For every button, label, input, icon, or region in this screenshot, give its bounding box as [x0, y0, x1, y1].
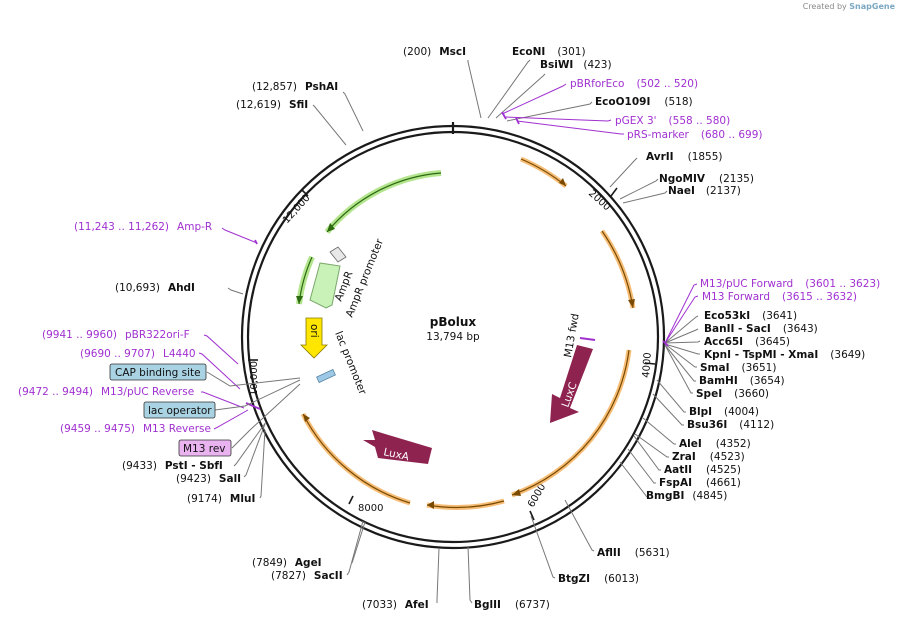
- primer-leaders: [198, 83, 699, 430]
- enzyme-label: BamHI(3654): [699, 375, 785, 387]
- primer-label: pBRforEco(502 .. 520): [570, 78, 698, 90]
- enzyme-label: EcoNI(301): [512, 46, 586, 58]
- luxa-label: LuxA: [382, 446, 410, 463]
- m13-fwd-mark: [579, 337, 596, 341]
- ampr-block: [309, 262, 341, 309]
- lac-leaders: [206, 371, 301, 449]
- enzyme-label: KpnI - TspMI - XmaI(3649): [704, 349, 865, 361]
- enzyme-label: EcoO109I(518): [595, 96, 693, 108]
- enzyme-label: AvrII(1855): [646, 151, 723, 163]
- enzyme-label: AflII(5631): [597, 547, 670, 559]
- enzyme-label: SpeI(3660): [696, 388, 769, 400]
- lac-operator-label: lac operator: [148, 405, 212, 417]
- enzyme-label: BglII(6737): [474, 599, 550, 611]
- snapgene-watermark: Created by SnapGene: [802, 2, 895, 11]
- enzyme-label: BtgZI(6013): [558, 573, 639, 585]
- enzyme-label: (9174)MluI: [187, 493, 255, 505]
- tick-label: 4000: [641, 352, 654, 378]
- enzyme-leaders: [227, 59, 701, 604]
- enzyme-label: (7849)AgeI: [252, 557, 322, 569]
- m13-rev-label: M13 rev: [183, 443, 226, 455]
- enzyme-label: AatII(4525): [664, 464, 741, 476]
- enzyme-label: (9423)SalI: [176, 473, 241, 485]
- boxed-feature-lac-operator: lac operator: [143, 401, 216, 419]
- ori-label: ori: [308, 324, 320, 338]
- tick-label: 10,000: [249, 361, 260, 396]
- primer-label: (9472 .. 9494)M13/pUC Reverse: [18, 386, 194, 398]
- enzyme-label: (200)MscI: [403, 46, 466, 58]
- boxed-feature-cap: CAP binding site: [109, 363, 207, 381]
- enzyme-label: BanII - SacI(3643): [704, 323, 818, 335]
- enzyme-label: AleI(4352): [679, 438, 751, 450]
- enzyme-label: Eco53kI(3641): [704, 310, 797, 322]
- lac-promoter-box: [316, 369, 336, 383]
- ori-arrow: [300, 317, 328, 359]
- enzyme-label: (10,693)AhdI: [115, 282, 195, 294]
- primer-label: pGEX 3'(558 .. 580): [615, 115, 730, 127]
- tick-marks: [248, 187, 656, 521]
- primer-label: (9459 .. 9475)M13 Reverse: [60, 423, 211, 435]
- primer-label: M13 Forward(3615 .. 3632): [702, 291, 857, 303]
- enzyme-label: Bsu36I(4112): [687, 419, 774, 431]
- enzyme-label: NaeI(2137): [668, 185, 741, 197]
- lac-promoter-label: lac promoter: [332, 330, 369, 397]
- primer-label: M13/pUC Forward(3601 .. 3623): [700, 278, 880, 290]
- enzyme-label: Acc65I(3645): [704, 336, 790, 348]
- primer-label: (9690 .. 9707)L4440: [80, 348, 196, 360]
- enzyme-label: FspAI(4661): [659, 477, 741, 489]
- orange-features: [300, 156, 636, 510]
- primer-marks: [245, 111, 669, 410]
- tick-label: 8000: [358, 503, 383, 514]
- enzyme-label: (7033)AfeI: [362, 599, 429, 611]
- luxc-label: LuxC: [560, 381, 580, 409]
- enzyme-label: BmgBI(4845): [646, 490, 727, 502]
- enzyme-label: ZraI(4523): [672, 451, 745, 463]
- ampr-arc: [296, 170, 442, 305]
- primer-labels: pBRforEco(502 .. 520) pGEX 3'(558 .. 580…: [18, 78, 880, 435]
- enzyme-label: (7827)SacII: [271, 570, 343, 582]
- enzyme-label: NgoMIV(2135): [659, 173, 754, 185]
- boxed-feature-m13-rev: M13 rev: [178, 439, 232, 457]
- primer-label: pRS-marker(680 .. 699): [627, 129, 763, 141]
- enzyme-label: BlpI(4004): [689, 406, 759, 418]
- plasmid-name: pBolux: [430, 315, 477, 329]
- primer-label: (11,243 .. 11,262)Amp-R: [74, 221, 212, 233]
- primer-label: (9941 .. 9960)pBR322ori-F: [42, 329, 190, 341]
- enzyme-label: (12,619)SfiI: [236, 99, 308, 111]
- ampr-promoter-arrow: [329, 246, 347, 263]
- enzyme-label: (9433)PstI - SbfI: [122, 460, 223, 472]
- enzyme-label: BsiWI(423): [540, 59, 612, 71]
- snapgene-logo: SnapGene: [849, 2, 895, 11]
- enzyme-label: SmaI(3651): [700, 362, 776, 374]
- enzyme-labels: (200)MscI EcoNI(301) BsiWI(423) EcoO109I…: [115, 46, 865, 611]
- luxa-arrow: [363, 430, 432, 464]
- plasmid-length: 13,794 bp: [426, 331, 480, 343]
- enzyme-label: (12,857)PshAI: [252, 81, 338, 93]
- luxc-arrow: [550, 345, 593, 423]
- cap-binding-site-label: CAP binding site: [115, 367, 201, 379]
